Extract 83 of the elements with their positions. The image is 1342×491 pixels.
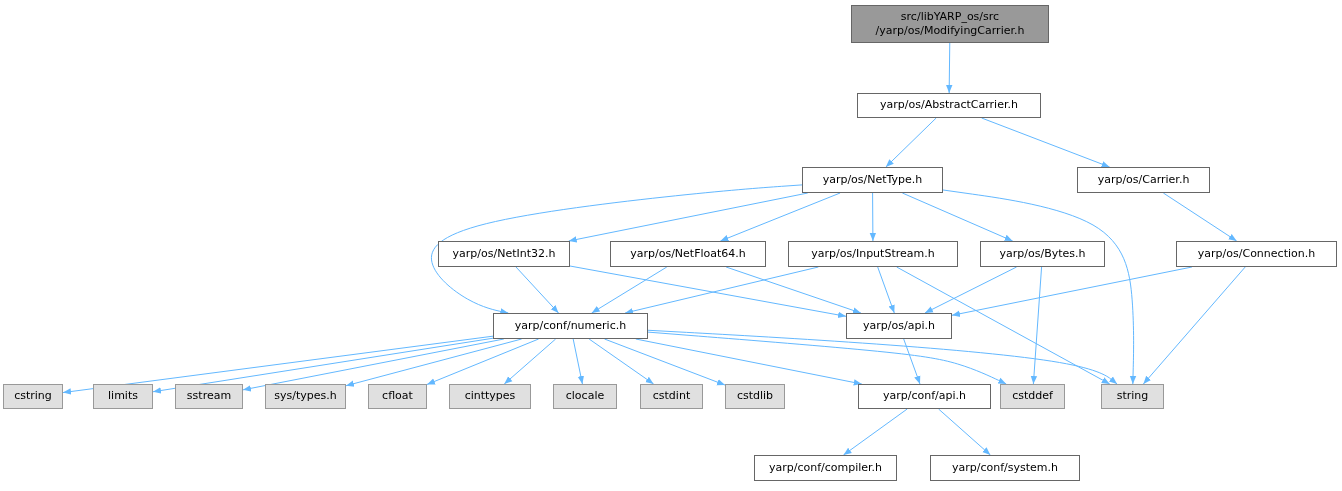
system-header-box	[93, 384, 153, 409]
file-name: yarp/os/Carrier.h	[1097, 172, 1190, 188]
system-header-box	[3, 384, 63, 409]
header-file-box	[438, 241, 570, 267]
arrow	[942, 189, 1137, 385]
arrow	[843, 408, 908, 456]
file-name: yarp/conf/numeric.h	[514, 318, 627, 334]
file-name: yarp/conf/api.h	[882, 389, 966, 404]
arrow	[1162, 192, 1238, 242]
system-header-box	[1101, 384, 1164, 409]
file-name: cfloat	[382, 389, 413, 404]
arrow	[572, 338, 584, 385]
file-name: yarp/conf/system.h	[952, 460, 1058, 476]
file-name: yarp/os/InputStream.h	[811, 246, 935, 262]
arrow	[1030, 266, 1043, 385]
file-name: sys/types.h	[274, 389, 337, 404]
header-file-box	[980, 241, 1105, 267]
arrow	[869, 192, 877, 242]
arrow	[62, 335, 494, 395]
header-file-box	[858, 384, 991, 409]
arrow	[903, 338, 921, 385]
arrow	[591, 266, 668, 314]
header-file-box	[930, 455, 1080, 481]
arrow	[624, 266, 819, 315]
file-name: cstdint	[652, 389, 691, 404]
header-file-box	[610, 241, 766, 267]
file-name: yarp/os/NetFloat64.h	[630, 246, 746, 262]
header-file-box	[788, 241, 958, 267]
arrow	[345, 338, 523, 387]
arrow	[719, 192, 841, 242]
arrow	[588, 338, 655, 385]
arrow	[426, 338, 540, 385]
file-name: yarp/conf/compiler.h	[768, 460, 883, 476]
file-name: sstream	[186, 389, 232, 404]
system-header-box	[175, 384, 243, 409]
arrow	[503, 338, 557, 385]
arrow	[1142, 266, 1246, 385]
system-header-box	[553, 384, 617, 409]
system-header-box	[640, 384, 703, 409]
header-file-box	[1176, 241, 1337, 267]
arrow	[635, 338, 863, 386]
file-name: limits	[108, 389, 138, 404]
header-file-box	[857, 93, 1041, 118]
system-header-box	[265, 384, 346, 409]
file-name: cinttypes	[464, 389, 516, 404]
arrow	[896, 266, 1111, 385]
file-name: string	[1116, 389, 1149, 404]
arrow	[901, 192, 1014, 242]
arrow	[924, 266, 1018, 314]
system-header-box	[368, 384, 427, 409]
header-file-box	[846, 313, 952, 339]
arrow	[604, 338, 726, 386]
file-name: yarp/os/Connection.h	[1197, 246, 1316, 262]
header-file-box	[493, 313, 648, 339]
arrow	[569, 265, 847, 319]
header-file-box	[1077, 167, 1210, 193]
arrow	[938, 408, 991, 456]
file-name: clocale	[565, 389, 605, 404]
arrow	[152, 337, 494, 394]
file-name: yarp/os/Bytes.h	[999, 246, 1086, 262]
header-file-box	[802, 167, 943, 193]
header-file-box	[754, 455, 897, 481]
file-name: cstring	[14, 389, 52, 404]
arrow	[877, 266, 895, 314]
arrow	[647, 331, 1007, 385]
file-name: src/libYARP_os/src /yarp/os/ModifyingCarrier.h	[874, 9, 1026, 39]
system-header-box	[449, 384, 531, 409]
system-header-box	[725, 384, 785, 409]
file-name: yarp/os/AbstractCarrier.h	[880, 98, 1018, 113]
file-name: yarp/os/NetType.h	[822, 172, 923, 188]
arrow	[981, 117, 1111, 168]
file-name: yarp/os/NetInt32.h	[452, 246, 556, 262]
header-file-box	[851, 5, 1049, 43]
arrow	[725, 266, 862, 314]
file-name: cstddef	[1012, 389, 1053, 404]
arrow	[885, 117, 937, 168]
arrow	[430, 184, 803, 315]
file-name: yarp/os/api.h	[863, 318, 935, 334]
arrow	[946, 42, 953, 94]
arrow	[515, 266, 559, 314]
system-header-box	[1000, 384, 1065, 409]
file-name: cstdlib	[736, 389, 774, 404]
arrow	[647, 329, 1118, 385]
